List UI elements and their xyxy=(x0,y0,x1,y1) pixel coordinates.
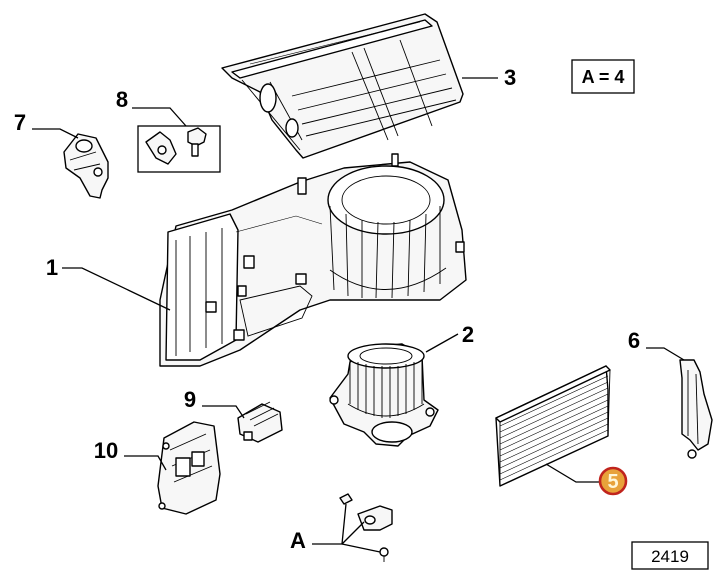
leader-1 xyxy=(62,267,171,311)
part-5-cabin-filter xyxy=(495,365,611,487)
leader-a-3 xyxy=(341,543,381,553)
leader-6 xyxy=(646,347,685,361)
callout-5-highlight: 5 xyxy=(598,466,628,496)
part-10-control-unit xyxy=(157,421,221,515)
leader-a-2 xyxy=(341,521,365,545)
callout-a: A xyxy=(290,528,306,553)
leader-2 xyxy=(425,333,459,353)
part-8-fastener-kit xyxy=(137,125,221,173)
highlight-circle xyxy=(598,466,628,496)
callout-10: 10 xyxy=(94,438,118,463)
callout-9: 9 xyxy=(184,387,196,412)
leader-9 xyxy=(202,405,245,419)
callout-3: 3 xyxy=(504,65,516,90)
reference-box: 2419 xyxy=(631,541,709,570)
leader-8 xyxy=(132,107,187,127)
part-6-bracket xyxy=(679,359,713,459)
part-7-flap-actuator xyxy=(63,133,109,199)
leader-a-1 xyxy=(312,503,347,545)
leader-5 xyxy=(545,463,600,483)
callout-7: 7 xyxy=(14,110,26,135)
callout-1: 1 xyxy=(46,255,58,280)
part-1-heater-housing xyxy=(159,153,467,367)
reference-number: 2419 xyxy=(651,547,689,566)
leader-10 xyxy=(124,455,167,471)
legend-box: A = 4 xyxy=(571,59,635,94)
callout-2: 2 xyxy=(462,322,474,347)
part-2-blower-motor xyxy=(329,343,439,447)
leader-7 xyxy=(32,128,79,139)
leader-lines xyxy=(32,77,685,553)
legend-box-text: A = 4 xyxy=(582,67,625,87)
callout-8: 8 xyxy=(116,87,128,112)
callout-5: 5 xyxy=(607,471,618,493)
callout-6: 6 xyxy=(628,328,640,353)
part-a-fasteners xyxy=(339,493,393,562)
part-3-air-duct-cover xyxy=(221,13,464,159)
part-9-blower-resistor xyxy=(237,401,283,443)
